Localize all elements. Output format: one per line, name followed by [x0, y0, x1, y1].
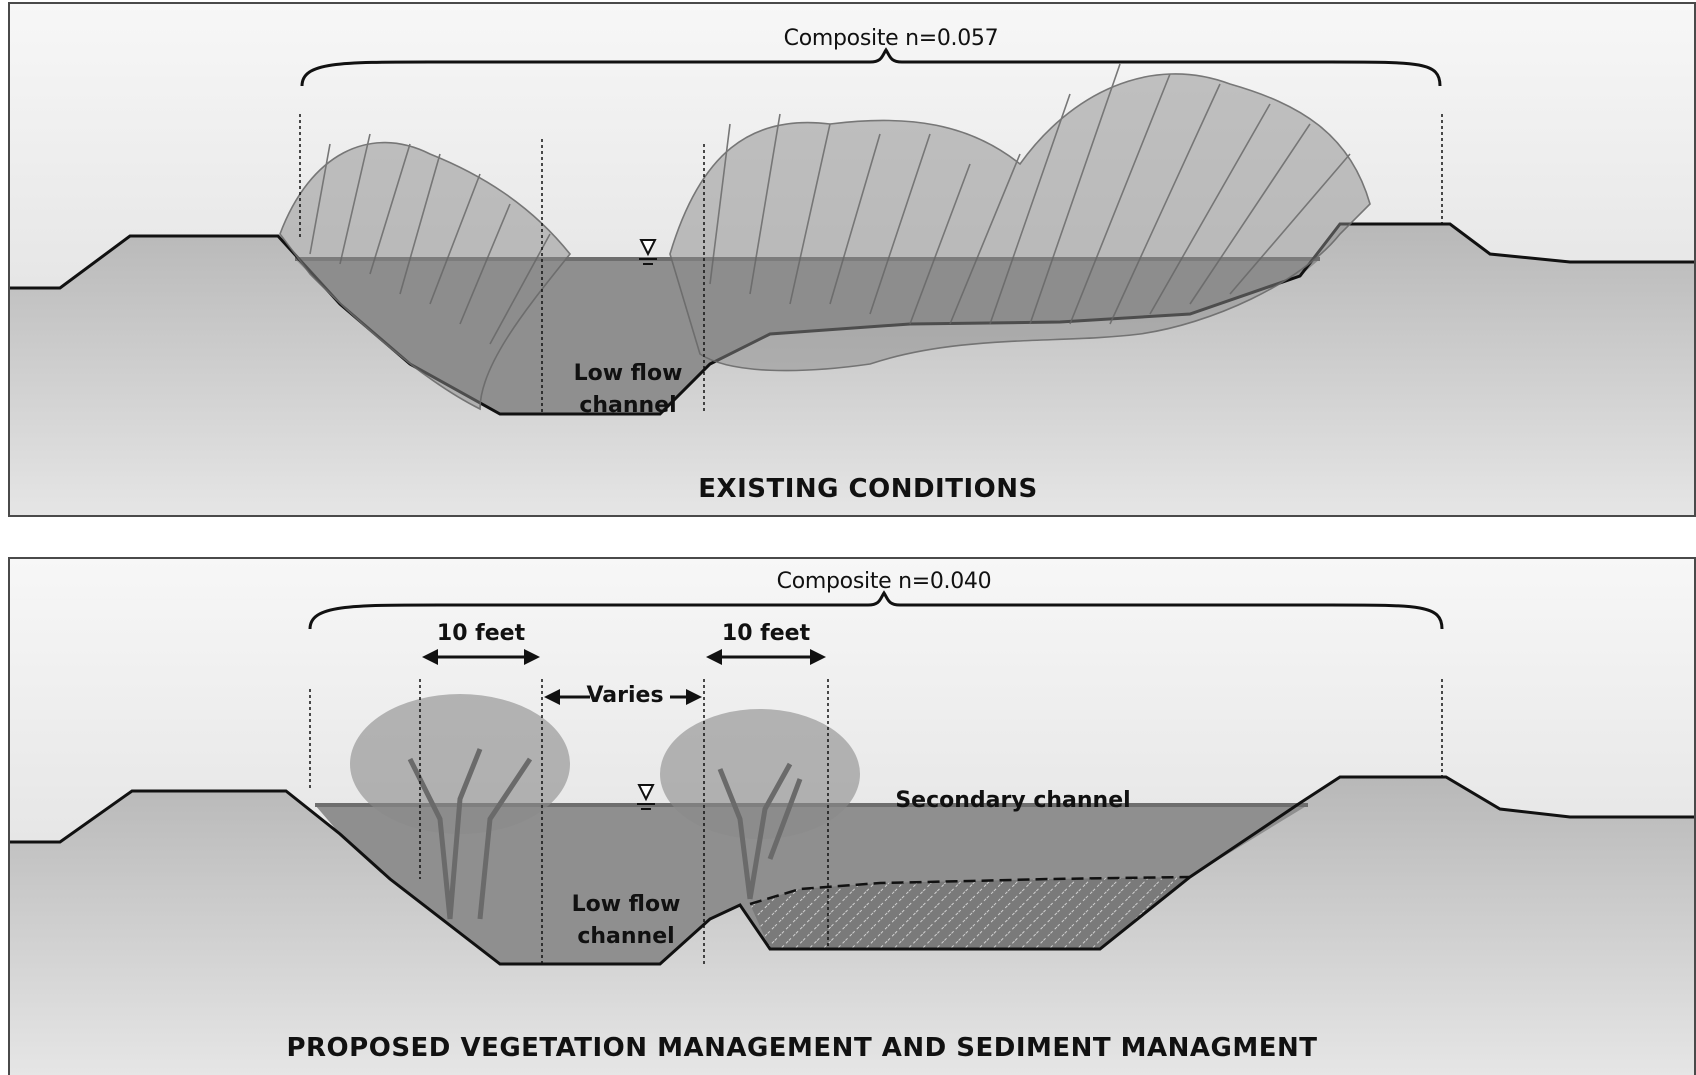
proposed-composite-label: Composite n=0.040 [776, 569, 992, 594]
varies-arrow [544, 689, 702, 705]
sediment-removal-area [750, 877, 1190, 949]
existing-composite-label: Composite n=0.057 [783, 26, 999, 51]
water-body [295, 259, 1320, 414]
secondary-channel-dashed-line [749, 875, 1191, 906]
proposed-cross-section [10, 559, 1694, 1075]
ground [10, 224, 1694, 515]
proposed-low-flow-label: Low flow channel [572, 889, 681, 953]
proposed-low-flow-line1: Low flow [571, 892, 681, 917]
proposed-low-flow-line2: channel [577, 924, 675, 949]
secondary-channel-label: Secondary channel [895, 788, 1131, 813]
left-width-label: 10 feet [436, 621, 526, 646]
dense-vegetation [279, 63, 1371, 411]
ground [10, 777, 1694, 1075]
existing-caption: EXISTING CONDITIONS [698, 474, 1038, 504]
triangle-water-level-icon [637, 784, 655, 810]
channel-profile-outline [10, 222, 1694, 416]
proposed-management-panel: Composite n=0.040 10 feet 10 feet Varies… [8, 557, 1696, 1075]
composite-brace [308, 590, 1444, 630]
existing-low-flow-line2: channel [579, 393, 677, 418]
managed-trees-left [350, 694, 570, 920]
subsection-divider-lines [299, 114, 1443, 414]
existing-cross-section [10, 4, 1694, 515]
composite-brace [300, 47, 1442, 87]
subsection-divider-lines [309, 679, 1443, 964]
left-width-arrow [422, 649, 540, 665]
proposed-caption: PROPOSED VEGETATION MANAGEMENT AND SEDIM… [286, 1033, 1318, 1063]
existing-low-flow-label: Low flow channel [574, 358, 683, 422]
existing-low-flow-line1: Low flow [573, 361, 683, 386]
right-width-arrow [706, 649, 826, 665]
varies-label: Varies [586, 683, 664, 708]
existing-conditions-panel: Composite n=0.057 Low flow channel EXIST… [8, 2, 1696, 517]
managed-trees-right [660, 709, 860, 900]
triangle-water-level-icon [639, 239, 657, 265]
right-width-label: 10 feet [721, 621, 811, 646]
channel-profile-outline [10, 775, 1694, 966]
